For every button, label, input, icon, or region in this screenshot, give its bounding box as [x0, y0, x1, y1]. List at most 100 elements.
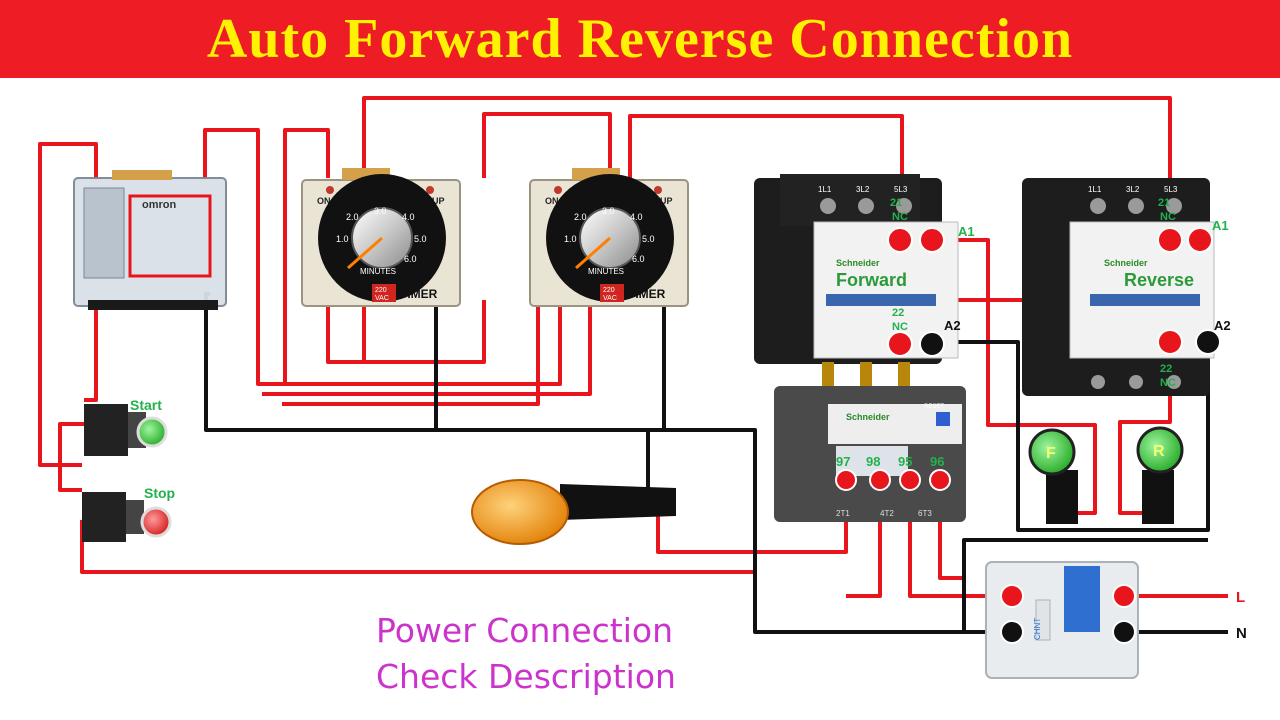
page-title: Auto Forward Reverse Connection	[206, 8, 1074, 70]
timer1-up-label: UP	[432, 196, 445, 206]
reverse-a1-terminal	[1187, 227, 1213, 253]
forward-nc-top-terminal	[887, 227, 913, 253]
reverse-a1-label: A1	[1212, 218, 1229, 233]
reverse-a2-label: A2	[1214, 318, 1231, 333]
svg-text:3L2: 3L2	[856, 185, 870, 194]
contactor-forward: 1L1 3L2 5L3 Schneider Forward 21 NC A1 2…	[754, 174, 975, 364]
svg-text:2T1: 2T1	[836, 509, 850, 518]
line-label: L	[1236, 589, 1245, 606]
svg-text:5L3: 5L3	[1164, 185, 1178, 194]
svg-text:NC: NC	[892, 211, 908, 223]
caption-line-2: Check Description	[376, 657, 676, 696]
neutral-label: N	[1236, 625, 1247, 642]
svg-text:97: 97	[836, 454, 850, 469]
stop-label: Stop	[144, 485, 175, 501]
svg-text:4.0: 4.0	[630, 212, 643, 222]
svg-text:4.0: 4.0	[402, 212, 415, 222]
wire-relay-timer1	[283, 128, 330, 384]
wire-relay-left	[84, 300, 98, 402]
stop-button: Stop	[82, 485, 175, 542]
svg-text:21: 21	[1158, 197, 1170, 209]
start-button: Start	[84, 397, 168, 456]
title-banner: Auto Forward Reverse Connection	[0, 0, 1280, 78]
svg-text:VAC: VAC	[603, 295, 617, 302]
svg-text:1.0: 1.0	[564, 234, 577, 244]
reverse-a2-terminal	[1195, 329, 1221, 355]
start-label: Start	[130, 397, 162, 413]
svg-text:6.0: 6.0	[632, 254, 645, 264]
reverse-nc-bottom-terminal	[1157, 329, 1183, 355]
svg-text:220: 220	[375, 287, 387, 294]
timer2-on-label: ON	[545, 196, 559, 206]
overload-brand: Schneider	[846, 412, 890, 422]
wire-neutral-bus	[436, 428, 1010, 634]
timer-2: ON UP 3.0 4.0 2.0 5.0 1.0 6.0 MINUTES 22…	[529, 168, 689, 307]
svg-text:22: 22	[1160, 363, 1172, 375]
reverse-brand: Schneider	[1104, 258, 1148, 268]
svg-text:NC: NC	[1160, 211, 1176, 223]
reverse-label: Reverse	[1124, 270, 1194, 290]
overload-relay: Schneider RESET 97 98 95 96 2T1 4T2 6T3	[774, 362, 966, 522]
svg-text:5.0: 5.0	[414, 234, 427, 244]
alarm-lamp	[471, 479, 676, 545]
forward-lamp-label: F	[1046, 445, 1056, 462]
forward-indicator: F	[1028, 428, 1078, 524]
forward-a1-label: A1	[958, 224, 975, 239]
forward-a2-label: A2	[944, 318, 961, 333]
svg-text:5L3: 5L3	[894, 185, 908, 194]
svg-text:6.0: 6.0	[404, 254, 417, 264]
svg-text:3.0: 3.0	[602, 206, 615, 216]
timer-1: ON UP 3.0 4.0 2.0 5.0 1.0 6.0 MINUTES 22…	[301, 168, 461, 307]
wire-timer2-bottom2	[262, 300, 592, 396]
wire-fwd-a1	[932, 238, 1097, 515]
timer1-on-label: ON	[317, 196, 331, 206]
contactor-reverse: 1L1 3L2 5L3 Schneider Reverse 21 NC A1 2…	[1022, 178, 1231, 396]
svg-text:1.0: 1.0	[336, 234, 349, 244]
wire-n-return	[962, 538, 1208, 632]
forward-a1-terminal	[919, 227, 945, 253]
wire-relay-to-start	[38, 142, 98, 467]
svg-text:1L1: 1L1	[1088, 185, 1102, 194]
reverse-indicator: R	[1136, 426, 1184, 524]
svg-text:NC: NC	[892, 321, 908, 333]
svg-text:5.0: 5.0	[642, 234, 655, 244]
wire-timer2-bottom	[282, 300, 540, 406]
timer1-unit: MINUTES	[360, 267, 396, 276]
svg-text:2.0: 2.0	[346, 212, 359, 222]
svg-text:3L2: 3L2	[1126, 185, 1140, 194]
reverse-nc-top-terminal	[1157, 227, 1183, 253]
svg-text:NC: NC	[1160, 377, 1176, 389]
svg-text:6T3: 6T3	[918, 509, 932, 518]
svg-text:3.0: 3.0	[374, 206, 387, 216]
timer2-unit: MINUTES	[588, 267, 624, 276]
svg-text:96: 96	[930, 454, 944, 469]
svg-text:22: 22	[892, 307, 904, 319]
wire-start-stop	[58, 422, 84, 492]
forward-brand: Schneider	[836, 258, 880, 268]
wire-fwd-a2	[932, 340, 1210, 532]
svg-text:220: 220	[603, 287, 615, 294]
wire-timer1-bottom	[326, 300, 486, 364]
svg-text:98: 98	[866, 454, 880, 469]
svg-text:21: 21	[890, 197, 902, 209]
caption-line-1: Power Connection	[376, 611, 673, 650]
svg-text:RESET: RESET	[924, 404, 944, 410]
forward-label: Forward	[836, 270, 907, 290]
forward-a2-terminal	[919, 331, 945, 357]
relay-brand: omron	[142, 199, 177, 211]
wire-relay-top	[203, 128, 562, 386]
wire-timer1-top	[362, 96, 1172, 232]
svg-text:95: 95	[898, 454, 912, 469]
breaker-brand: CHNT	[1033, 618, 1042, 640]
relay: omron	[73, 170, 227, 310]
wire-timer2-top	[482, 112, 612, 178]
svg-text:VAC: VAC	[375, 295, 389, 302]
timer2-up-label: UP	[660, 196, 673, 206]
reverse-lamp-label: R	[1153, 443, 1165, 460]
timer1-label: TIMER	[400, 287, 438, 301]
svg-text:2.0: 2.0	[574, 212, 587, 222]
svg-text:1L1: 1L1	[818, 185, 832, 194]
svg-text:4T2: 4T2	[880, 509, 894, 518]
circuit-breaker: CHNT L N	[985, 561, 1247, 679]
